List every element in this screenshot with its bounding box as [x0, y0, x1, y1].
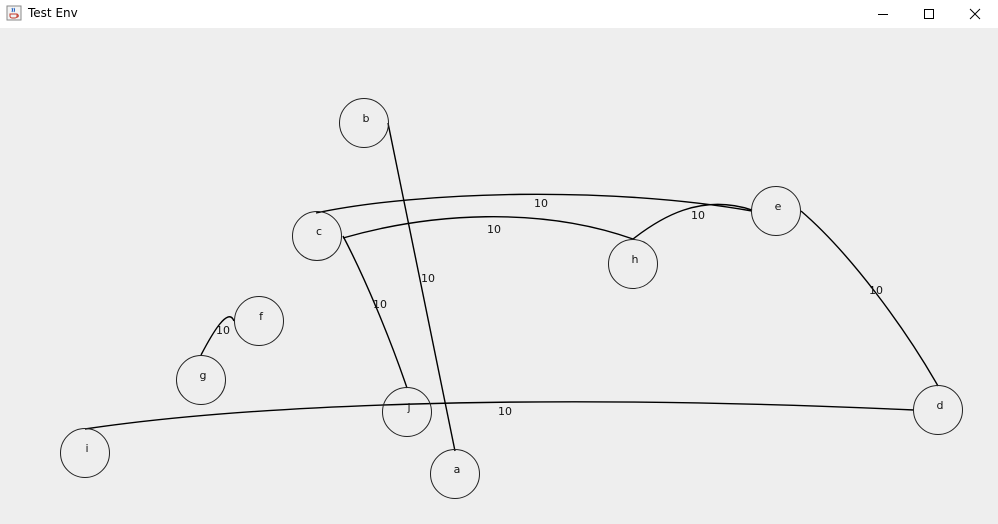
minimize-button[interactable]: [860, 0, 906, 28]
edge-g-f: [200, 316, 235, 356]
edge-b-a: [387, 122, 456, 452]
maximize-button[interactable]: [906, 0, 952, 28]
edge-c-e: [315, 193, 753, 214]
edge-weight-g-f: 10: [216, 324, 230, 337]
node-b[interactable]: b: [339, 98, 389, 148]
edge-weight-c-h: 10: [487, 223, 501, 236]
close-icon: [969, 8, 981, 20]
node-label-h: h: [632, 253, 639, 266]
node-circle-d: [913, 385, 963, 435]
edge-c-j: [342, 235, 408, 389]
edge-weight-i-d: 10: [498, 405, 512, 418]
node-label-j: j: [406, 401, 410, 414]
node-circle-b: [339, 98, 389, 148]
title-bar: Test Env: [0, 0, 998, 28]
node-f[interactable]: f: [234, 296, 284, 346]
node-label-d: d: [937, 399, 944, 412]
node-i[interactable]: i: [60, 428, 110, 478]
minimize-icon: [878, 14, 888, 15]
graph-view: 10 10 10 10 10 10 10 10 a b c d e f g h i j: [60, 98, 963, 499]
node-circle-f: [234, 296, 284, 346]
edge-h-e: [632, 203, 753, 240]
node-g[interactable]: g: [176, 355, 226, 405]
node-circle-e: [751, 186, 801, 236]
node-d[interactable]: d: [913, 385, 963, 435]
edge-weight-b-a: 10: [421, 272, 435, 285]
node-label-b: b: [363, 112, 370, 125]
edge-weight-c-j: 10: [373, 298, 387, 311]
node-j[interactable]: j: [382, 387, 432, 437]
edge-e-d: [800, 210, 939, 387]
node-label-a: a: [454, 463, 461, 476]
close-button[interactable]: [952, 0, 998, 28]
edge-weight-c-e: 10: [534, 197, 548, 210]
node-circle-g: [176, 355, 226, 405]
node-label-g: g: [200, 369, 207, 382]
edge-i-d: [84, 401, 915, 430]
node-label-e: e: [775, 200, 782, 213]
node-a[interactable]: a: [430, 449, 480, 499]
node-circle-j: [382, 387, 432, 437]
edge-c-h: [342, 216, 634, 240]
node-circle-c: [292, 211, 342, 261]
node-c[interactable]: c: [292, 211, 342, 261]
node-circle-a: [430, 449, 480, 499]
node-label-c: c: [316, 225, 322, 238]
node-circle-h: [608, 239, 658, 289]
node-e[interactable]: e: [751, 186, 801, 236]
window-title: Test Env: [28, 6, 78, 20]
maximize-icon: [924, 9, 934, 19]
node-h[interactable]: h: [608, 239, 658, 289]
node-circle-i: [60, 428, 110, 478]
edge-weight-h-e: 10: [691, 209, 705, 222]
java-cup-icon: [6, 5, 22, 21]
node-label-f: f: [259, 310, 264, 323]
node-label-i: i: [85, 442, 88, 455]
edge-weight-e-d: 10: [869, 284, 883, 297]
graph-canvas: 10 10 10 10 10 10 10 10 a b c d e f g h i j: [0, 28, 998, 524]
